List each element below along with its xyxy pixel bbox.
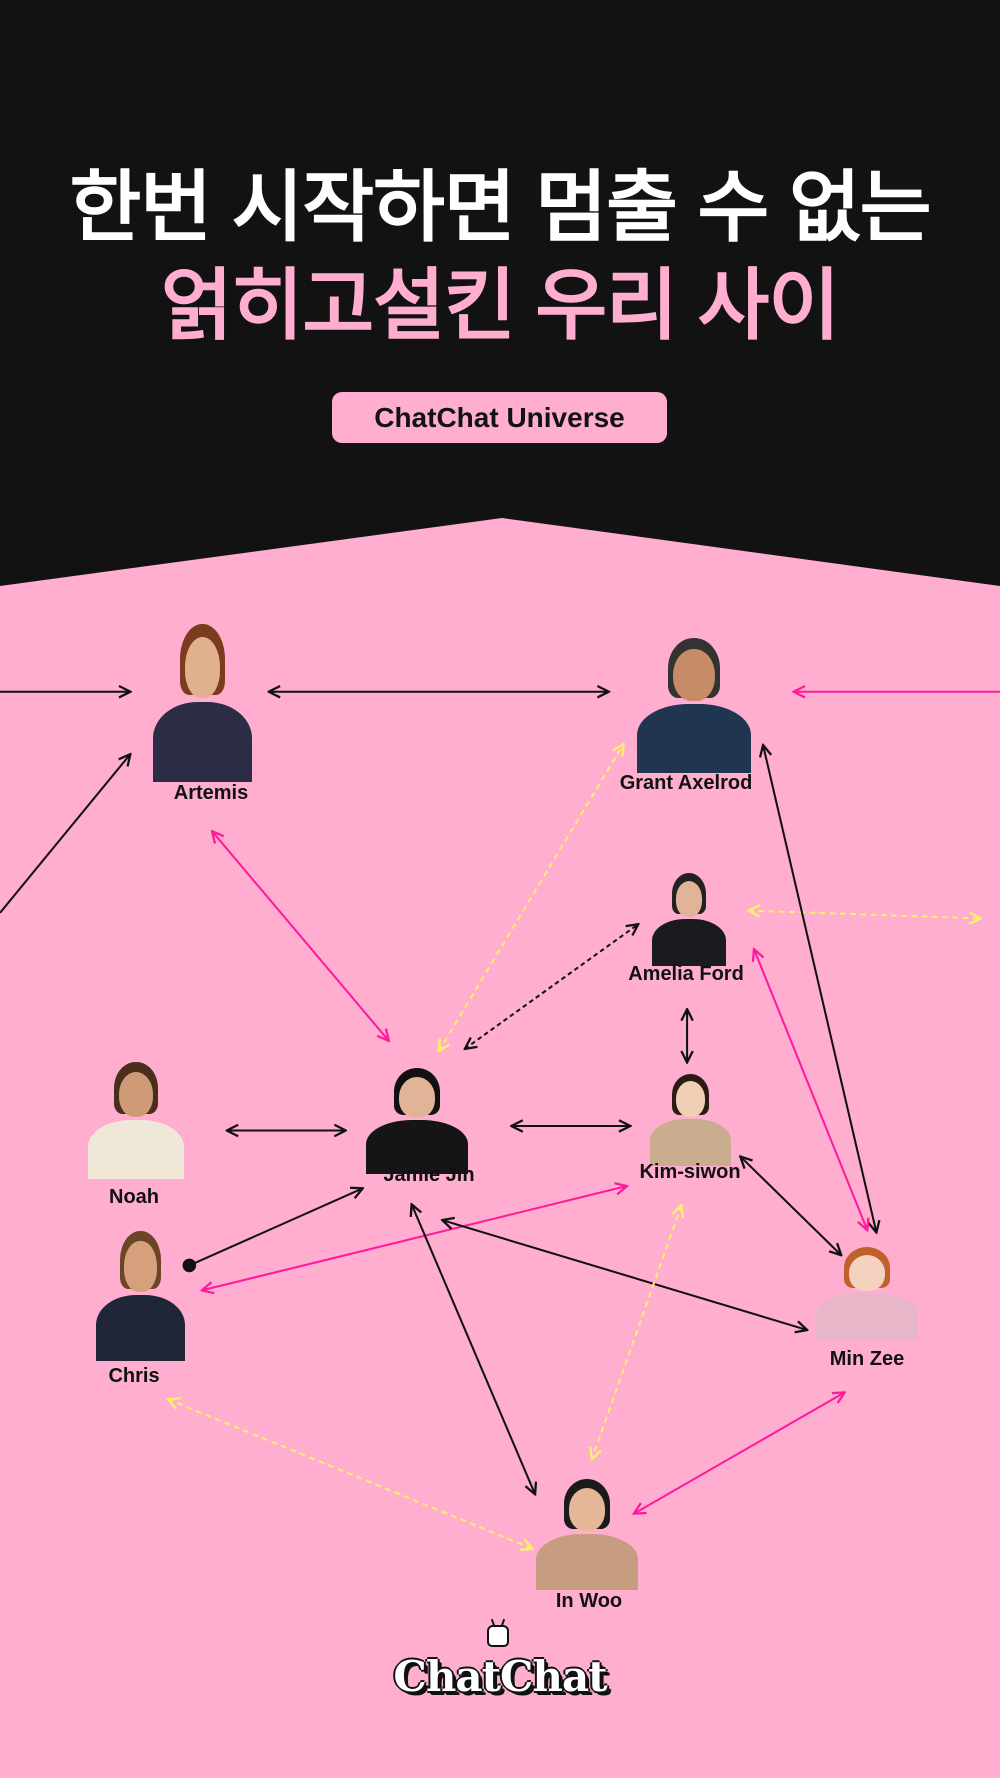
avatar (96, 1228, 185, 1361)
relation-arrow-amelia-offscreen-right (748, 911, 980, 919)
relation-arrow-chris-jamie (188, 1188, 362, 1267)
relation-arrow-artemis-jamie (212, 831, 389, 1041)
chatchat-logo: ChatChat (393, 1652, 607, 1701)
relation-arrow-chris-kim (202, 1186, 627, 1290)
relation-arrow-jamie-amelia (465, 924, 638, 1049)
avatar (88, 1060, 184, 1179)
character-name: Min Zee (829, 1348, 905, 1370)
character-name: Jamie Jin (383, 1164, 475, 1186)
character-name: Grant Axelrod (619, 772, 753, 794)
character-name: In Woo (555, 1590, 623, 1612)
relation-arrow-kim-minzee (740, 1157, 841, 1256)
character-name: Noah (109, 1186, 159, 1208)
relation-arrow-jamie-grant (439, 744, 624, 1051)
relation-arrow-amelia-minzee (754, 949, 867, 1230)
character-name: Amelia Ford (628, 963, 744, 985)
relation-arrow-kim-inwoo (592, 1205, 682, 1459)
header-background (0, 0, 1000, 586)
avatar (366, 1066, 468, 1174)
character-name: Artemis (173, 782, 249, 804)
relation-arrow-chris-inwoo (168, 1399, 533, 1549)
title-line-2: 얽히고설킨 우리 사이 (160, 261, 840, 349)
character-name: Chris (108, 1365, 160, 1387)
avatar (153, 621, 252, 782)
title-line-1: 한번 시작하면 멈출 수 없는 (69, 163, 931, 251)
avatar (536, 1477, 638, 1590)
avatar (650, 1072, 731, 1166)
avatar (637, 635, 751, 773)
relation-start-dot (182, 1258, 197, 1273)
relation-arrow-grant-minzee (763, 745, 876, 1233)
character-name: Kim-siwon (639, 1161, 741, 1183)
relation-arrow-jamie-minzee (442, 1220, 807, 1330)
relation-arrow-offscreen-left-artemis (0, 754, 130, 914)
universe-badge: ChatChat Universe (332, 392, 667, 443)
chatchat-mascot-icon (487, 1625, 509, 1647)
avatar (816, 1245, 918, 1340)
avatar (652, 871, 726, 966)
relation-arrow-jamie-inwoo (412, 1204, 536, 1494)
relation-arrow-inwoo-minzee (634, 1392, 845, 1513)
